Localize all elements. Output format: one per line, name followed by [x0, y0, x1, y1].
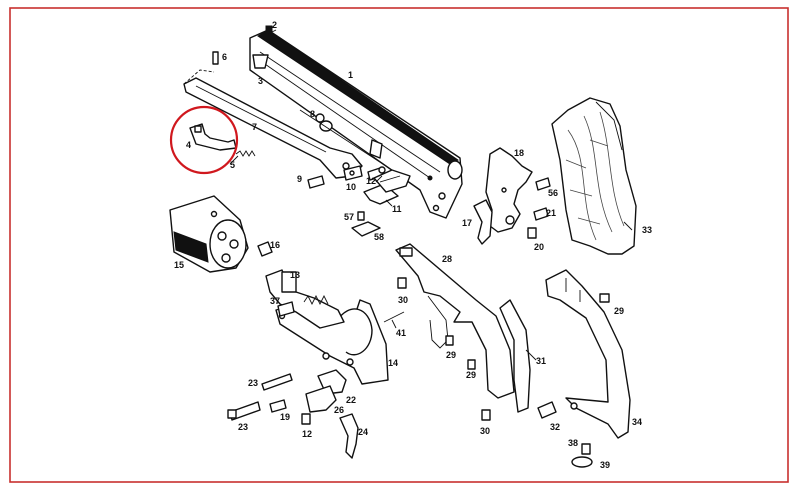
- part-30-screw-upper: [397, 277, 407, 289]
- label-58: 58: [374, 232, 384, 242]
- label-56: 56: [548, 188, 558, 198]
- part-3-wedge: [252, 54, 269, 69]
- label-29-b: 29: [466, 370, 476, 380]
- part-26-bolt-spring: [305, 385, 337, 413]
- label-23-upper: 23: [248, 378, 258, 388]
- label-14: 14: [388, 358, 398, 368]
- label-2: 2: [272, 20, 277, 30]
- part-2-front-sight: [265, 25, 273, 35]
- part-13-arbor: [265, 269, 345, 329]
- part-12-screw-lower: [301, 413, 311, 425]
- label-29-a: 29: [446, 350, 456, 360]
- label-20: 20: [534, 242, 544, 252]
- label-13: 13: [290, 270, 300, 280]
- part-23-screw-upper: [261, 373, 293, 391]
- part-33-grip: [551, 97, 637, 255]
- part-20-screw: [527, 227, 537, 239]
- label-57: 57: [344, 212, 354, 222]
- label-1: 1: [348, 70, 353, 80]
- label-16: 16: [270, 240, 280, 250]
- label-28: 28: [442, 254, 452, 264]
- part-34-backstrap: [545, 269, 631, 439]
- label-23-lower: 23: [238, 422, 248, 432]
- label-24: 24: [358, 427, 368, 437]
- part-19-screw: [269, 399, 287, 413]
- part-29-screw-b: [467, 359, 476, 370]
- label-33: 33: [642, 225, 652, 235]
- part-14-frame: [275, 299, 389, 385]
- part-39-lanyard-ring: [571, 456, 593, 468]
- label-30-lower: 30: [480, 426, 490, 436]
- part-58-spring: [351, 221, 381, 237]
- label-31: 31: [536, 356, 546, 366]
- label-18: 18: [514, 148, 524, 158]
- diagram-border: [9, 7, 789, 483]
- part-9-screw: [307, 175, 325, 189]
- label-34: 34: [632, 417, 642, 427]
- label-41: 41: [396, 328, 406, 338]
- part-labels: 1 2 3 4 5 6 7 8 9 10 11 12 12 13 14 15 1…: [174, 20, 652, 470]
- label-29-c: 29: [614, 306, 624, 316]
- label-5: 5: [230, 160, 235, 170]
- part-8-wedge-screw: [315, 113, 325, 123]
- part-17-spring: [473, 199, 493, 245]
- label-17: 17: [462, 218, 472, 228]
- part-56-screw: [535, 177, 551, 191]
- label-38: 38: [568, 438, 578, 448]
- label-7: 7: [252, 122, 257, 132]
- part-29-screw-a: [445, 335, 454, 346]
- label-3: 3: [258, 76, 263, 86]
- label-19: 19: [280, 412, 290, 422]
- label-30-upper: 30: [398, 295, 408, 305]
- part-1-barrel: [249, 29, 463, 219]
- label-37: 37: [270, 296, 280, 306]
- label-9: 9: [297, 174, 302, 184]
- part-57-screw: [357, 211, 365, 221]
- part-29-screw-c: [599, 293, 610, 303]
- part-23-screw-lower: [227, 401, 261, 421]
- label-12-top: 12: [366, 176, 376, 186]
- part-4-plunger: [189, 123, 237, 151]
- part-41-pin: [383, 311, 405, 323]
- label-11: 11: [392, 204, 402, 214]
- part-6-pin: [212, 51, 219, 65]
- highlight-circle: [169, 105, 239, 175]
- part-10-pin: [343, 165, 363, 181]
- part-18-hammer: [485, 147, 533, 233]
- part-38-screw: [581, 443, 591, 455]
- part-15-cylinder: [169, 195, 249, 273]
- label-6: 6: [222, 52, 227, 62]
- label-39: 39: [600, 460, 610, 470]
- part-37-screw: [277, 301, 295, 317]
- label-32: 32: [550, 422, 560, 432]
- label-10: 10: [346, 182, 356, 192]
- label-8: 8: [310, 109, 315, 119]
- part-31-backstrap-insert: [499, 299, 531, 413]
- part-28-trigger-guard: [395, 243, 515, 399]
- part-21-screw: [533, 207, 549, 221]
- label-12-lower: 12: [302, 429, 312, 439]
- part-5-spring: [235, 150, 256, 157]
- part-13a-hand: [373, 169, 411, 193]
- part-30-screw-lower: [481, 409, 491, 421]
- label-26: 26: [334, 405, 344, 415]
- part-24-trigger: [339, 413, 359, 459]
- leader-lines: [229, 29, 633, 361]
- part-16-nipple: [257, 241, 273, 257]
- part-32-screw: [537, 401, 557, 419]
- label-15: 15: [174, 260, 184, 270]
- label-22: 22: [346, 395, 356, 405]
- label-4: 4: [186, 140, 191, 150]
- label-21: 21: [546, 208, 556, 218]
